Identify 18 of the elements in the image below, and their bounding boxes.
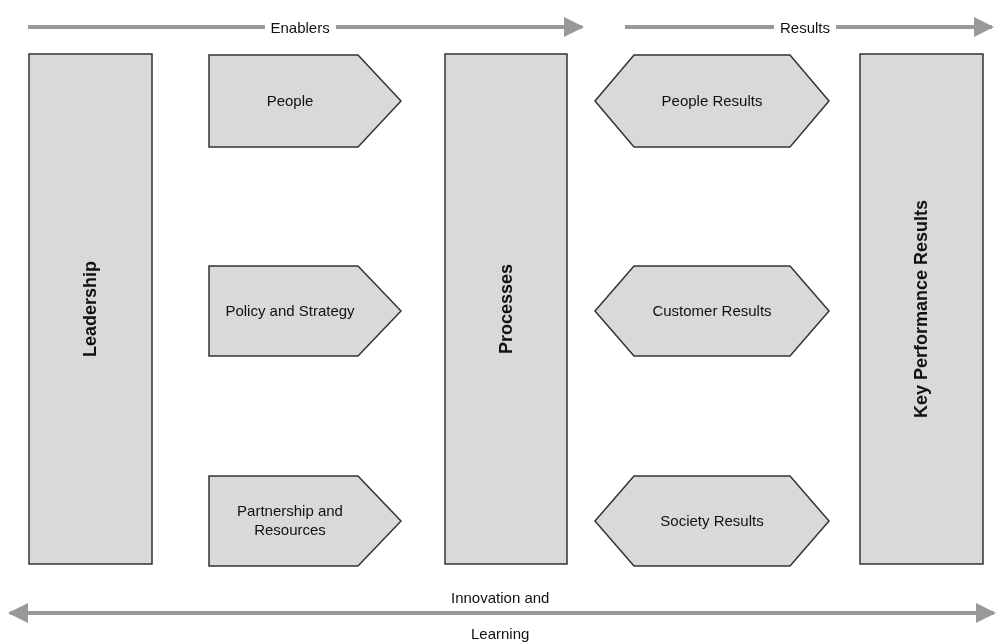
node-label: Processes: [494, 263, 517, 355]
pentagon-arrow-box: [208, 475, 402, 567]
pillar-box: [859, 53, 984, 565]
hexagon-box: [594, 265, 830, 357]
node-label: Leadership: [79, 261, 102, 357]
pillar-box: [28, 53, 153, 565]
pillar-box: [444, 53, 568, 565]
node-label: Policy and Strategy: [225, 301, 355, 321]
pentagon-arrow-box: [208, 54, 402, 148]
node-label: Customer Results: [652, 301, 772, 321]
pentagon-arrow-box: [208, 265, 402, 357]
node-label: People: [266, 91, 314, 111]
node-label: People Results: [661, 91, 763, 111]
hexagon-box: [594, 54, 830, 148]
hexagon-box: [594, 475, 830, 567]
node-label: Key Performance Results: [910, 199, 933, 419]
node-label: Partnership and Resources: [236, 502, 344, 540]
node-label: Society Results: [660, 511, 764, 531]
